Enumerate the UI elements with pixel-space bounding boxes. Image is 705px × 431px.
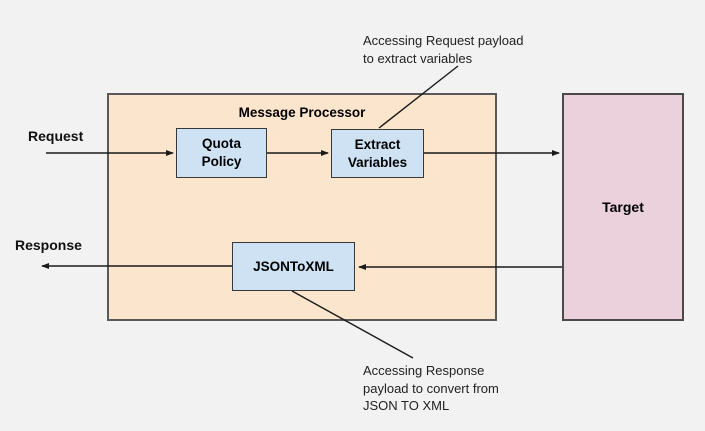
message-processor-title: Message Processor xyxy=(238,105,366,120)
json-to-xml-label: JSONToXML xyxy=(253,258,334,274)
quota-policy-label-line1: Quota xyxy=(202,136,241,152)
quota-policy-label-line2: Policy xyxy=(201,154,242,169)
target-label: Target xyxy=(602,199,644,215)
extract-variables-label-line2: Variables xyxy=(347,154,408,170)
extract-variables-node: Extract Variables xyxy=(331,129,424,178)
bottom-annotation-line1: Accessing Response xyxy=(363,363,485,378)
top-annotation: Accessing Request payload to extract var… xyxy=(363,32,523,67)
bottom-annotation: Accessing Response payload to convert fr… xyxy=(363,362,499,415)
top-annotation-line2: to extract variables xyxy=(363,50,473,66)
request-label: Request xyxy=(28,128,84,144)
extract-variables-label-line1: Extract xyxy=(354,136,401,152)
quota-policy-node: Quota Policy xyxy=(176,128,267,178)
top-annotation-line1: Accessing Request payload xyxy=(363,33,524,48)
target-box: Target xyxy=(562,93,684,321)
bottom-annotation-line3: JSON TO XML xyxy=(363,398,450,413)
json-to-xml-node: JSONToXML xyxy=(232,242,355,291)
response-label: Response xyxy=(15,237,82,253)
bottom-annotation-line2: payload to convert from xyxy=(363,380,499,396)
